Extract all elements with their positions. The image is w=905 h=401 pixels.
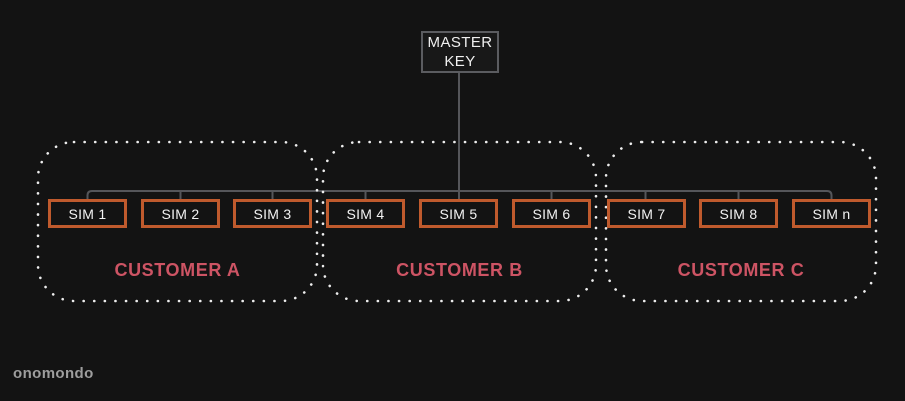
sim-label: SIM 3 (253, 205, 292, 222)
sim-label: SIM 5 (439, 205, 478, 222)
sim-box-6: SIM 6 (512, 199, 591, 228)
master-key-label: MASTER KEY (427, 34, 493, 70)
sim-box-3: SIM 3 (233, 199, 312, 228)
sim-box-4: SIM 4 (326, 199, 405, 228)
sim-box-2: SIM 2 (141, 199, 220, 228)
sim-box-8: SIM 8 (699, 199, 778, 228)
customer-b-label: CUSTOMER B (396, 260, 523, 280)
sim-box-7: SIM 7 (607, 199, 686, 228)
sim-label: SIM 2 (161, 205, 200, 222)
master-key-box: MASTER KEY (421, 31, 499, 73)
sim-label: SIM 7 (627, 205, 666, 222)
customer-a-dotted-border (36, 140, 319, 303)
customer-c-dotted-border (604, 140, 878, 303)
customer-c-group: SIM 7 SIM 8 SIM n CUSTOMER C (605, 141, 877, 302)
customer-b-group: SIM 4 SIM 5 SIM 6 CUSTOMER B (322, 141, 597, 302)
customer-a-group: SIM 1 SIM 2 SIM 3 CUSTOMER A (37, 141, 318, 302)
sim-box-n: SIM n (792, 199, 871, 228)
sim-label: SIM 8 (719, 205, 758, 222)
sim-label: SIM 6 (532, 205, 571, 222)
sim-box-1: SIM 1 (48, 199, 127, 228)
sim-label: SIM n (812, 205, 851, 222)
onomondo-logo: onomondo (13, 365, 94, 382)
sim-label: SIM 4 (346, 205, 385, 222)
bus-line (86, 190, 833, 200)
sim-box-5: SIM 5 (419, 199, 498, 228)
customer-a-label: CUSTOMER A (114, 260, 241, 280)
customer-c-label: CUSTOMER C (677, 260, 805, 280)
sim-label: SIM 1 (68, 205, 107, 222)
